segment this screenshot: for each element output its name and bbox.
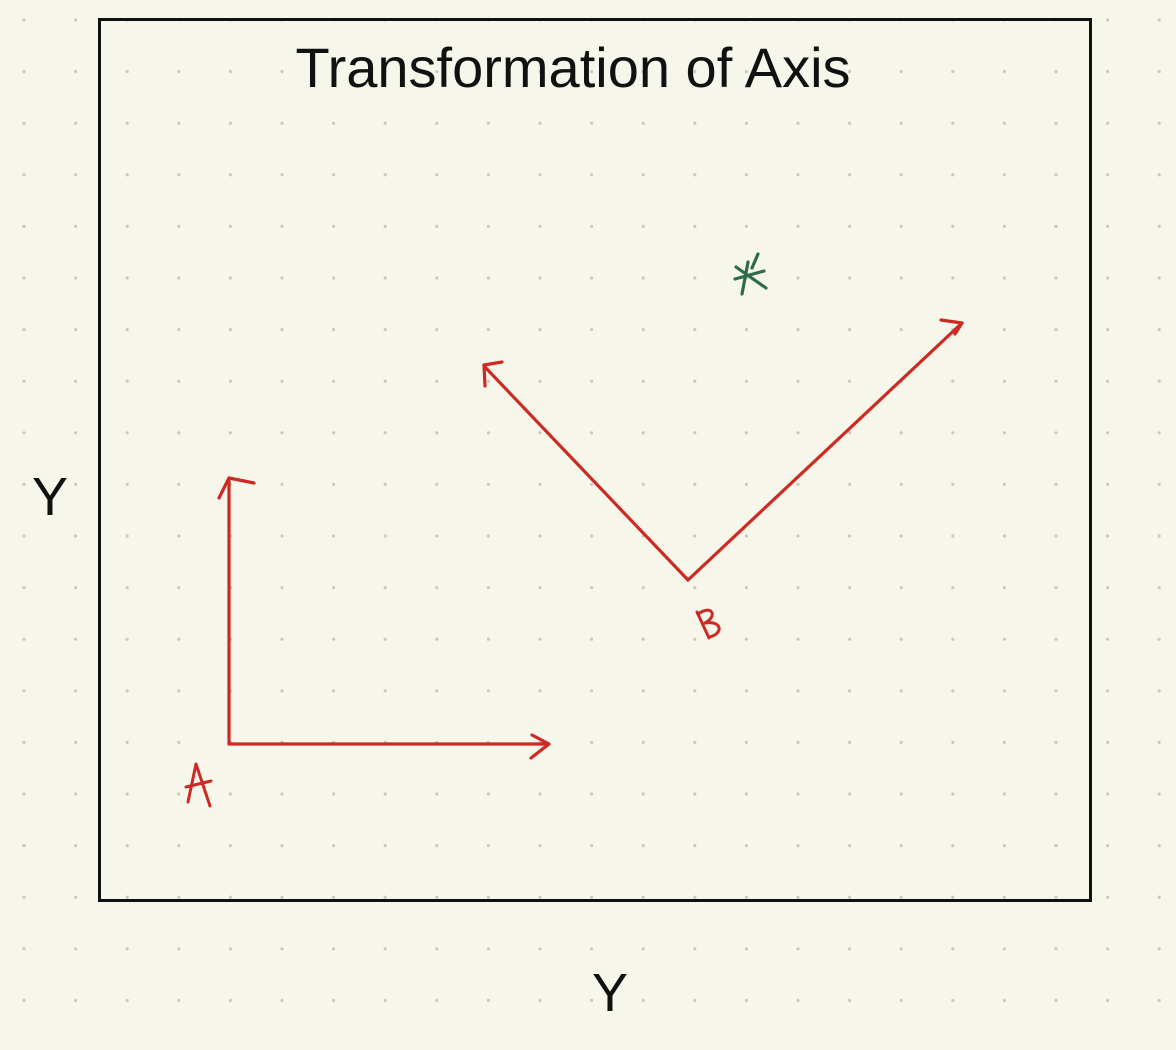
star-marker (733, 252, 768, 296)
axis-b-left-arrowhead (482, 360, 504, 388)
diagram-title: Transformation of Axis (295, 36, 851, 99)
axis-b-left (482, 364, 690, 582)
origin-label-a (184, 762, 213, 808)
diagram-frame (98, 18, 1092, 902)
axis-b-right-arrowhead (939, 318, 964, 336)
axis-a-vertical-arrowhead (217, 476, 256, 500)
y-axis-label: Y (32, 467, 69, 527)
origin-label-b (695, 608, 721, 640)
axis-a-horizontal-arrowhead (529, 733, 551, 760)
axis-b-right (686, 321, 964, 582)
x-axis-label: Y (592, 963, 629, 1023)
